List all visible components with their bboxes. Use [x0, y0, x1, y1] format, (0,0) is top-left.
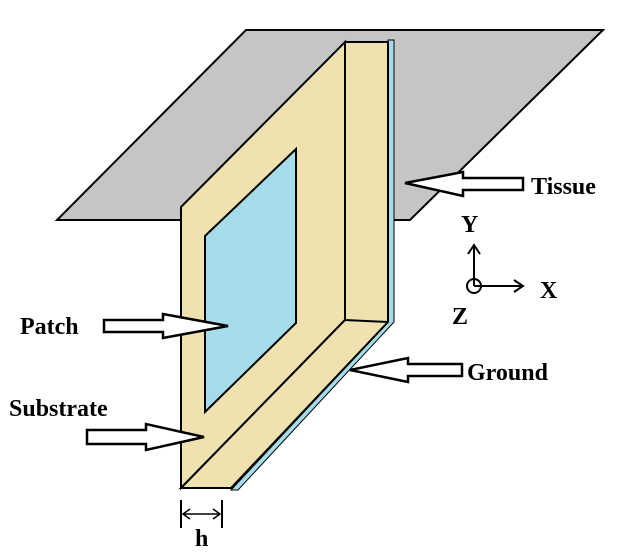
substrate-side-edge [344, 319, 389, 323]
x-axis-label: X [540, 278, 558, 304]
y-axis-label: Y [461, 212, 478, 238]
tissue-label: Tissue [531, 174, 596, 200]
tissue-arrow [404, 170, 525, 198]
thickness-marker [180, 500, 223, 528]
thickness-label: h [195, 526, 208, 552]
patch-label: Patch [20, 314, 79, 340]
substrate-arrow [85, 422, 205, 452]
patch-arrow [102, 312, 229, 340]
z-axis-circle [466, 278, 482, 294]
ground-label: Ground [467, 360, 549, 386]
substrate-label: Substrate [9, 396, 108, 422]
patch [204, 146, 297, 415]
coordinate-axes [466, 243, 525, 294]
z-axis-label: Z [452, 304, 468, 330]
ground-arrow [349, 356, 464, 384]
